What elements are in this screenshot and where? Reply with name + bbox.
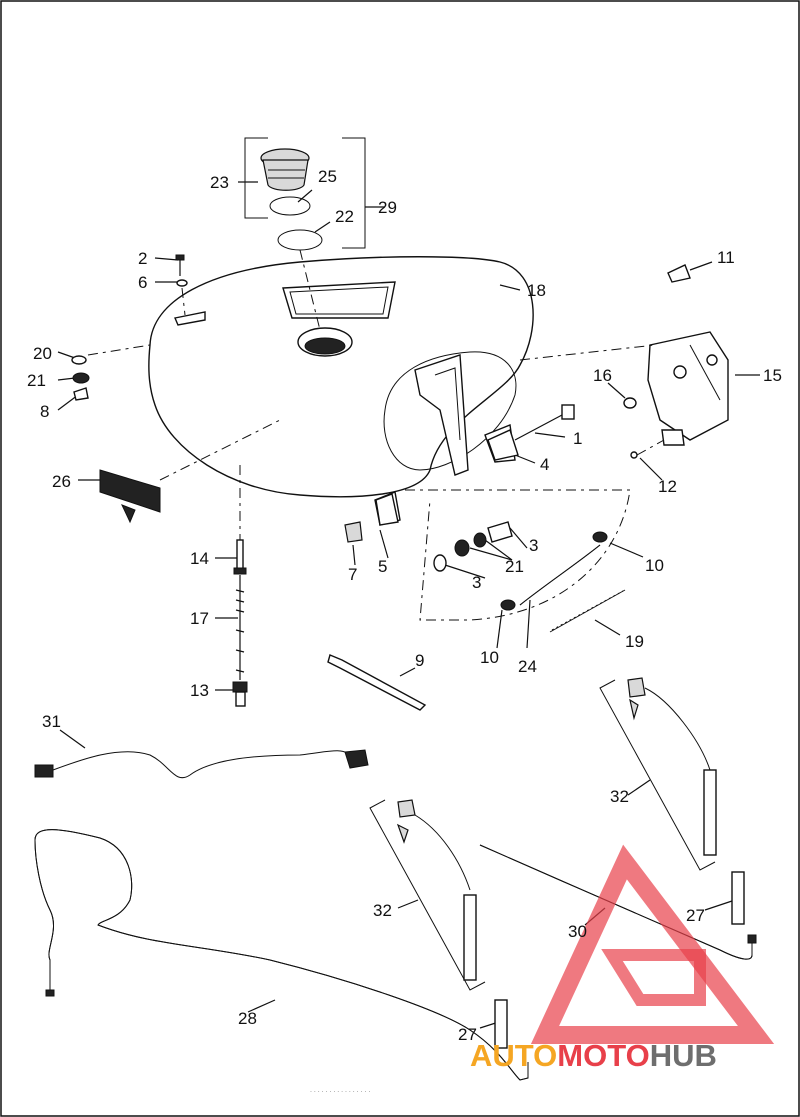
callout-24: 24 xyxy=(518,657,537,676)
vent-hose xyxy=(500,531,608,611)
footer-fineprint: . . . . . . . . . . . . . . . . xyxy=(310,1087,370,1094)
bracket-4 xyxy=(487,429,519,461)
callout-22: 22 xyxy=(335,207,354,226)
washer-6 xyxy=(176,279,188,287)
callout-31: 31 xyxy=(42,712,61,731)
connector-kit-right xyxy=(599,677,745,925)
callout-17: 17 xyxy=(190,609,209,628)
callout-27a: 27 xyxy=(686,906,705,925)
watermark-text: AUTOMOTOHUB xyxy=(470,1038,717,1073)
callout-19: 19 xyxy=(625,632,644,651)
callout-32a: 32 xyxy=(373,901,392,920)
mount-bolt xyxy=(514,404,575,441)
clip-11 xyxy=(667,264,691,283)
callout-21b: 21 xyxy=(505,557,524,576)
hardware-group-outline xyxy=(405,489,631,621)
callout-numbers: 1 2 3 3 4 5 6 7 8 9 10 10 11 12 13 14 15… xyxy=(27,167,782,1044)
callout-5: 5 xyxy=(378,557,387,576)
rubber-mounts xyxy=(71,355,90,401)
fuel-sender xyxy=(232,465,248,707)
callout-3b: 3 xyxy=(472,573,481,592)
connector-kit-center xyxy=(369,799,508,1049)
fuel-cap xyxy=(260,148,310,191)
callout-29: 29 xyxy=(378,198,397,217)
washer-16 xyxy=(623,397,637,409)
callout-6: 6 xyxy=(138,273,147,292)
screw-12 xyxy=(630,439,665,459)
callout-15: 15 xyxy=(763,366,782,385)
callout-26: 26 xyxy=(52,472,71,491)
callout-16: 16 xyxy=(593,366,612,385)
callout-4: 4 xyxy=(540,455,549,474)
cap-assembly-bracket xyxy=(244,137,366,249)
callout-20: 20 xyxy=(33,344,52,363)
bracket-5 xyxy=(375,493,399,526)
spring-19 xyxy=(549,589,626,633)
callout-10a: 10 xyxy=(645,556,664,575)
callout-7: 7 xyxy=(348,565,357,584)
callout-11: 11 xyxy=(717,248,735,267)
screw-axis-line xyxy=(181,287,186,316)
callout-leaders xyxy=(57,181,760,1029)
callout-12: 12 xyxy=(658,477,677,496)
callout-13: 13 xyxy=(190,681,209,700)
cap-gasket-ring xyxy=(269,196,311,216)
fuel-line-28 xyxy=(34,829,529,1081)
nut-7 xyxy=(344,521,363,543)
mount-axis-line xyxy=(87,344,151,356)
callout-23: 23 xyxy=(210,173,229,192)
callout-8: 8 xyxy=(40,402,49,421)
wire-harness xyxy=(34,749,369,778)
callout-1: 1 xyxy=(573,429,582,448)
screw-2 xyxy=(175,254,185,276)
callout-25: 25 xyxy=(318,167,337,186)
strap-9 xyxy=(327,654,427,711)
spacers xyxy=(433,521,513,572)
watermark-logo: AUTOMOTOHUB xyxy=(470,844,775,1073)
callout-21a: 21 xyxy=(27,371,46,390)
tank-badge xyxy=(99,469,161,524)
mount-cover xyxy=(647,331,729,446)
callout-9: 9 xyxy=(415,651,424,670)
callout-28: 28 xyxy=(238,1009,257,1028)
callout-14: 14 xyxy=(190,549,209,568)
triangle-logo-icon xyxy=(530,844,775,1044)
callout-10b: 10 xyxy=(480,648,499,667)
callout-32b: 32 xyxy=(610,787,629,806)
callout-18: 18 xyxy=(527,281,546,300)
callout-30: 30 xyxy=(568,922,587,941)
callout-27b: 27 xyxy=(458,1025,477,1044)
callout-2: 2 xyxy=(138,249,147,268)
callout-3a: 3 xyxy=(529,536,538,555)
